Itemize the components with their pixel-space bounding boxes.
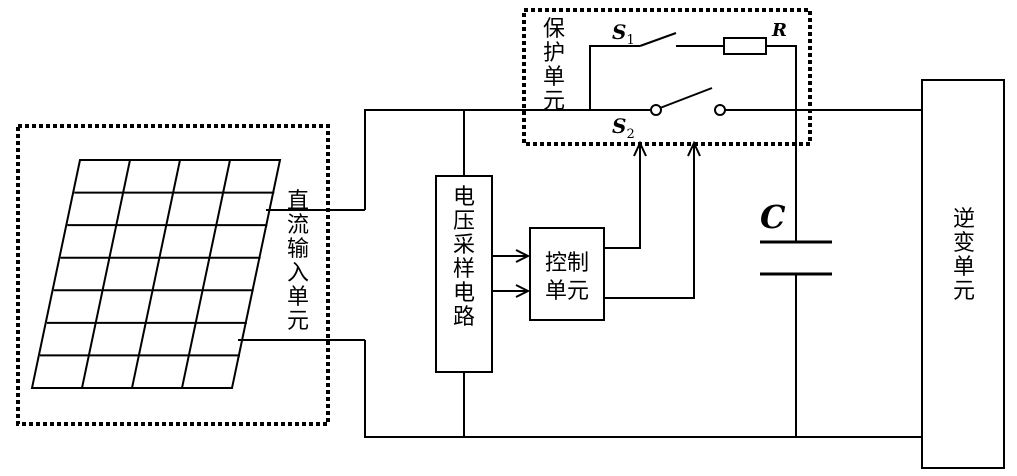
- protection-unit-label: 保 护 单 元: [542, 17, 565, 114]
- dc-input-unit-box: [16, 124, 330, 426]
- solar-panel-icon: [30, 159, 282, 389]
- positive-bus-wire: [364, 109, 590, 210]
- control-to-s2-signal: [604, 145, 641, 249]
- switch-s1-blade: [639, 32, 677, 47]
- control-unit-label: 控制 单元: [544, 251, 589, 304]
- resistor-r: [723, 37, 767, 55]
- negative-bus-wire: [364, 340, 922, 438]
- voltage-sampling-box: [435, 175, 493, 373]
- control-to-s1-signal: [604, 145, 695, 299]
- switch-s2-contact-right: [714, 104, 726, 116]
- voltage-sampling-label: 电 压 采 样 电 路: [452, 185, 475, 330]
- inverter-unit-label: 逆 变 单 元: [952, 207, 975, 304]
- switch-s1-label: S1: [612, 20, 635, 48]
- resistor-label: R: [772, 20, 787, 41]
- inverter-unit-box: [921, 79, 1005, 469]
- switch-s2-blade: [659, 87, 713, 109]
- control-unit-box: [529, 227, 605, 321]
- dc-input-unit-label: 直 流 输 入 单 元: [286, 189, 309, 334]
- switch-s2-label: S2: [612, 114, 635, 142]
- switch-s2-contact-left: [650, 104, 662, 116]
- capacitor-label: C: [760, 198, 786, 236]
- protection-unit-box: [522, 8, 812, 146]
